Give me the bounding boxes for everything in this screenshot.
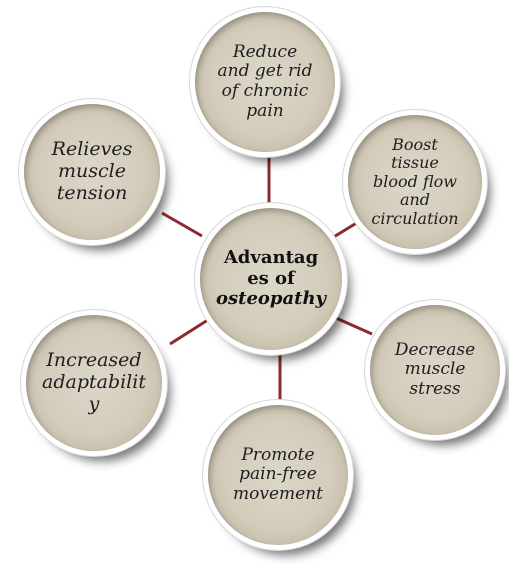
center-title: Advantag es of osteopathy <box>215 246 327 310</box>
center-node-advantages: Advantag es of osteopathy <box>200 208 342 350</box>
node-reduce-chronic-pain: Reduce and get rid of chronic pain <box>195 12 335 152</box>
node-decrease-muscle-stress: Decrease muscle stress <box>370 305 500 435</box>
node-promote-pain-free-movement: Promote pain-free movement <box>208 405 348 545</box>
connector-upper-left <box>161 211 203 238</box>
node-label: Relieves muscle tension <box>51 138 133 204</box>
node-label: Increased adaptabilit y <box>42 349 146 415</box>
node-increased-adaptability: Increased adaptabilit y <box>26 315 162 451</box>
node-label: Boost tissue blood flow and circulation <box>371 135 459 228</box>
center-title-line1: Advantag <box>223 246 319 268</box>
connector-lower-left <box>169 316 212 346</box>
node-boost-blood-flow: Boost tissue blood flow and circulation <box>348 115 482 249</box>
connector-lower-right <box>335 316 373 336</box>
node-label: Reduce and get rid of chronic pain <box>217 41 313 121</box>
node-label: Promote pain-free movement <box>233 444 323 504</box>
center-title-line3: osteopathy <box>215 288 327 310</box>
node-relieves-muscle-tension: Relieves muscle tension <box>24 104 160 240</box>
node-label: Decrease muscle stress <box>394 339 476 399</box>
center-title-line2: es of <box>247 267 295 289</box>
